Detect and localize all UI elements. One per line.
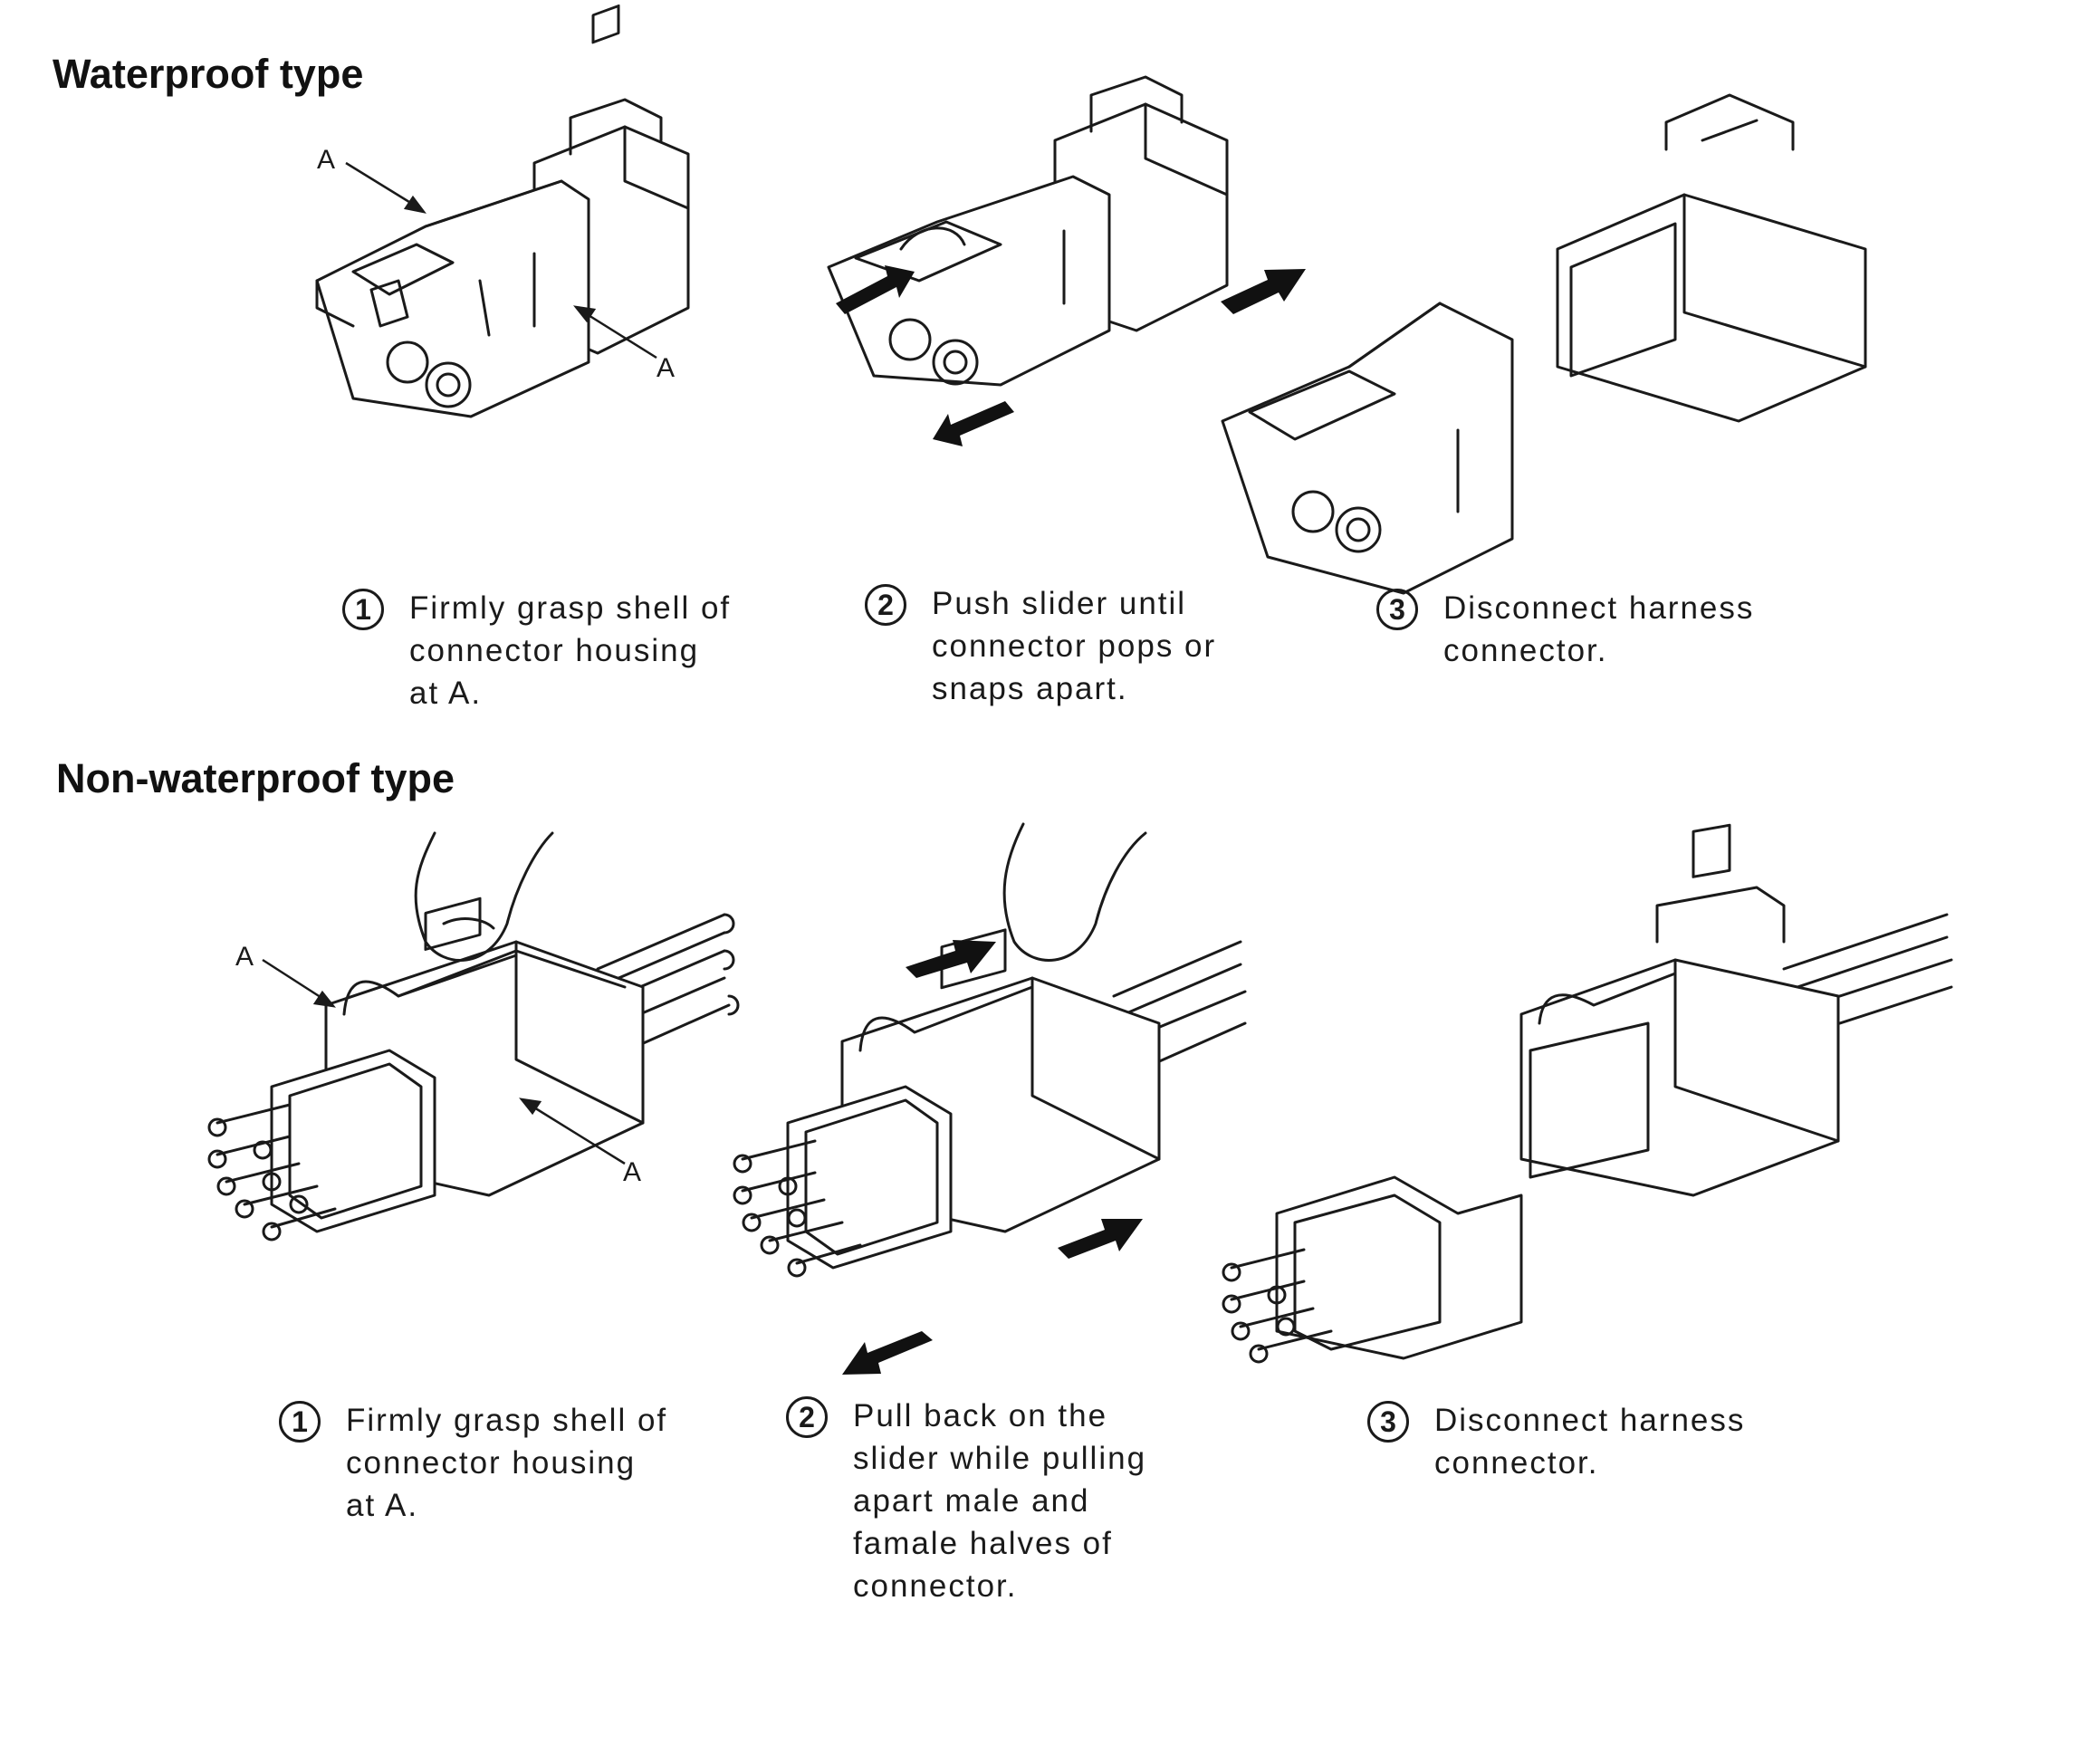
leader-arrow-icon: [345, 161, 427, 214]
waterproof-step-2: 2 Push slider until connector pops or sn…: [865, 582, 1216, 710]
finger-illustration: [414, 831, 554, 962]
circled-number-icon: 3: [1367, 1401, 1409, 1443]
wire-bundle: [596, 913, 740, 1061]
circled-number-icon: 1: [279, 1401, 321, 1443]
wire-bundle: [1112, 940, 1247, 1079]
circled-number-icon: 1: [342, 589, 384, 630]
step-instruction: Firmly grasp shell of connector housing …: [409, 590, 732, 711]
push-arrow-icon: [1221, 269, 1306, 314]
waterproof-step-3: 3 Disconnect harness connector.: [1376, 587, 1754, 672]
pull-arrow-icon: [842, 1331, 933, 1375]
callout-label-a: A: [623, 1157, 642, 1187]
waterproof-step-1: 1 Firmly grasp shell of connector housin…: [342, 587, 731, 714]
non-waterproof-connector-pull-slider-illustration: [724, 815, 1268, 1376]
circled-number-icon: 3: [1376, 589, 1418, 630]
circled-number-icon: 2: [786, 1396, 828, 1438]
section-title-waterproof: Waterproof type: [53, 51, 364, 97]
wire-ends: [207, 1103, 337, 1242]
callout-label-a: A: [235, 942, 254, 972]
step-instruction: Pull back on the slider while pulling ap…: [853, 1398, 1147, 1604]
wire-bundle: [1782, 913, 1953, 1043]
non-waterproof-step-1: 1 Firmly grasp shell of connector housin…: [279, 1399, 667, 1527]
pull-arrow-icon: [933, 401, 1014, 446]
non-waterproof-step-3: 3 Disconnect harness connector.: [1367, 1399, 1745, 1484]
waterproof-connector-grasp-illustration: A A: [299, 4, 724, 444]
push-arrow-icon: [836, 265, 915, 314]
section-title-non-waterproof: Non-waterproof type: [56, 755, 455, 801]
circled-number-icon: 2: [865, 584, 906, 626]
wire-ends: [1222, 1248, 1333, 1364]
callout-label-a: A: [657, 353, 676, 383]
step-instruction: Disconnect harness connector.: [1443, 590, 1755, 668]
callout-label-a: A: [317, 145, 336, 175]
wire-ends: [733, 1139, 862, 1278]
step-instruction: Push slider until connector pops or snap…: [932, 586, 1217, 706]
pull-arrow-icon: [906, 940, 996, 978]
waterproof-connector-disconnected-illustration: [1213, 86, 1883, 595]
leader-arrow-icon: [573, 305, 657, 360]
step-instruction: Disconnect harness connector.: [1434, 1403, 1746, 1481]
step-instruction: Firmly grasp shell of connector housing …: [346, 1403, 668, 1523]
non-waterproof-step-2: 2 Pull back on the slider while pulling …: [786, 1395, 1146, 1607]
leader-arrow-icon: [519, 1098, 626, 1165]
waterproof-connector-push-slider-illustration: [819, 75, 1245, 466]
non-waterproof-connector-grasp-illustration: A A: [207, 815, 743, 1250]
non-waterproof-connector-disconnected-illustration: [1222, 823, 1965, 1376]
finger-illustration: [1002, 822, 1147, 962]
push-arrow-icon: [1058, 1219, 1143, 1259]
leader-arrow-icon: [262, 958, 336, 1008]
